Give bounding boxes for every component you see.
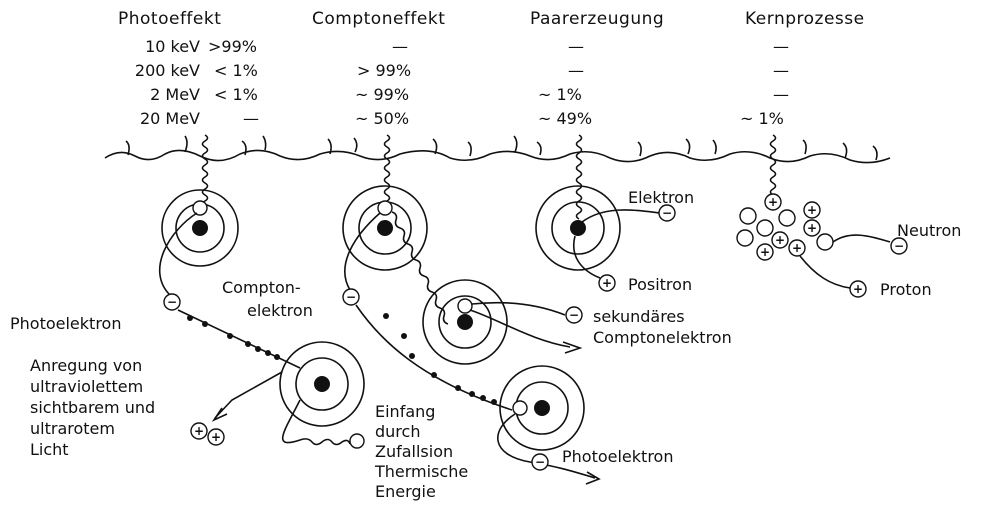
svg-text:sekundäres: sekundäres [593,307,685,326]
nucleus-cluster: + + + + + + [737,194,890,288]
label-proton: Proton [880,280,932,299]
value-cell: < 1% [214,61,258,80]
svg-text:Zufallsion: Zufallsion [375,442,453,461]
atom-photo-capture [498,366,599,484]
label-elektron: Elektron [628,188,694,207]
svg-text:Einfang: Einfang [375,402,435,421]
energy-cell: 2 MeV [150,85,200,104]
scattered-photon [392,212,448,324]
svg-text:+: + [792,241,802,255]
table-body: 10 keV >99% — — — 200 keV < 1% > 99% — —… [135,37,789,128]
energy-cell: 200 keV [135,61,200,80]
svg-text:−: − [167,295,177,309]
svg-text:−: − [346,290,356,304]
pair-positron-plus: + [599,275,615,291]
header-comptoneffekt: Comptoneffekt [312,9,445,29]
header-photoeffekt: Photoeffekt [118,9,221,29]
photoelectron-minus-1: − [164,294,180,310]
compton-electron-minus: − [343,289,359,305]
neutron-particle: − [891,238,907,254]
label-positron: Positron [628,275,692,294]
svg-text:+: + [807,221,817,235]
secondary-electron-minus: − [566,307,582,323]
label-sekundaeres-comptonelektron: sekundäres Comptonelektron [593,307,732,347]
anregung-plus-pair: + + [191,423,224,445]
header-paarerzeugung: Paarerzeugung [530,9,664,29]
svg-text:Anregung von: Anregung von [30,356,142,375]
svg-text:Thermische: Thermische [374,462,468,481]
value-cell: ~ 50% [355,109,409,128]
svg-text:+: + [760,245,770,259]
label-compton-elektron: Compton- elektron [222,278,313,320]
svg-text:−: − [894,239,904,253]
header-kernprozesse: Kernprozesse [745,9,865,29]
photon-wave-4 [771,135,776,195]
proton-particle: + [850,281,866,297]
svg-text:+: + [853,282,863,296]
photoelectron-minus-2: − [532,454,548,470]
value-cell: ~ 49% [538,109,592,128]
value-cell: > 99% [357,61,411,80]
value-cell: — [773,85,789,104]
svg-text:Compton-: Compton- [222,278,301,297]
svg-text:Licht: Licht [30,440,69,459]
svg-text:Energie: Energie [375,482,436,501]
value-cell: ~ 99% [355,85,409,104]
svg-text:−: − [569,308,579,322]
photon-wave-2 [385,135,390,207]
value-cell: — [773,37,789,56]
atom-compton [343,186,448,324]
photon-wave-1 [203,135,208,207]
value-cell: — [773,61,789,80]
svg-text:−: − [662,206,672,220]
svg-text:ultraviolettem: ultraviolettem [30,377,143,396]
value-cell: — [243,109,259,128]
svg-text:durch: durch [375,422,420,441]
svg-text:+: + [807,203,817,217]
svg-text:ultrarotem: ultrarotem [30,419,115,438]
svg-text:+: + [775,233,785,247]
svg-text:+: + [194,424,204,438]
atom-secondary-compton [423,280,580,364]
energy-cell: 10 keV [145,37,200,56]
value-cell: ~ 1% [538,85,582,104]
svg-text:Comptonelektron: Comptonelektron [593,328,732,347]
label-photoelektron-right: Photoelektron [562,447,673,466]
value-cell: >99% [208,37,257,56]
value-cell: ~ 1% [740,109,784,128]
label-anregung: Anregung von ultraviolettem sichtbarem u… [30,356,155,459]
label-einfang: Einfang durch Zufallsion Thermische Ener… [374,402,468,501]
value-cell: — [568,37,584,56]
svg-text:sichtbarem und: sichtbarem und [30,398,155,417]
svg-text:elektron: elektron [247,301,313,320]
atom-anregung [214,342,364,448]
svg-text:+: + [602,276,612,290]
energy-cell: 20 MeV [140,109,200,128]
value-cell: — [392,37,408,56]
value-cell: < 1% [214,85,258,104]
table-headers: Photoeffekt Comptoneffekt Paarerzeugung … [118,9,865,29]
photon-wave-3 [577,135,582,219]
value-cell: — [568,61,584,80]
svg-text:+: + [768,195,778,209]
label-neutron: Neutron [897,221,961,240]
svg-text:−: − [535,455,545,469]
svg-text:+: + [211,430,221,444]
pair-electron-minus: − [659,205,675,221]
label-photoelektron-left: Photoelektron [10,314,121,333]
